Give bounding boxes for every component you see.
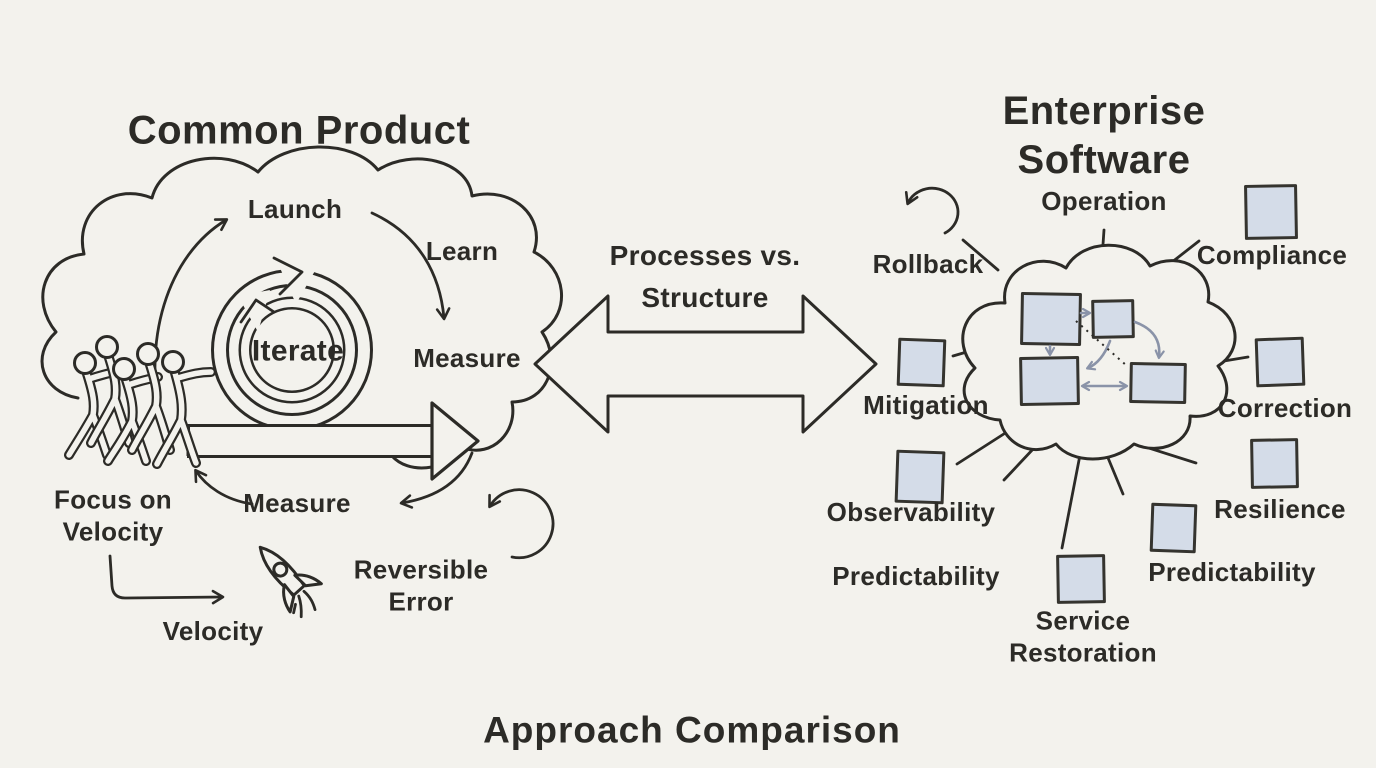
label-iterate: Iterate: [251, 334, 345, 368]
resilience-box: [1250, 438, 1299, 489]
label-learn: Learn: [425, 236, 499, 267]
label-reversible-error: Reversible Error: [353, 554, 489, 616]
label-service-restoration: Service Restoration: [1009, 605, 1157, 667]
label-launch: Launch: [247, 194, 343, 225]
left-section-title: Common Product: [127, 108, 471, 153]
team-pushing-figures: [64, 335, 216, 469]
label-mitigation: Mitigation: [863, 390, 989, 421]
label-velocity: Velocity: [162, 616, 264, 647]
service-restoration-box: [1056, 554, 1106, 604]
bottom-title: Approach Comparison: [483, 709, 901, 751]
label-correction: Correction: [1217, 393, 1353, 424]
observability-box: [894, 449, 946, 505]
rollback-icon: [904, 186, 960, 235]
compliance-box: [1244, 184, 1298, 240]
correction-box: [1254, 336, 1306, 388]
label-measure-side: Measure: [413, 343, 521, 374]
label-resilience: Resilience: [1214, 494, 1346, 525]
iteration-spiral: [186, 250, 480, 481]
center-comparison-label: Processes vs. Structure: [609, 240, 801, 313]
label-measure-loop: Measure: [243, 488, 351, 519]
label-predictability-left: Predictability: [832, 561, 1000, 592]
rocket-icon: [258, 545, 323, 619]
label-predictability-right: Predictability: [1148, 557, 1316, 588]
architecture-boxes: [1019, 291, 1187, 406]
label-operation: Operation: [1041, 186, 1167, 217]
label-rollback: Rollback: [872, 249, 984, 280]
label-focus-on-velocity: Focus on Velocity: [54, 484, 172, 546]
velocity-connector-arrow: [108, 554, 225, 605]
capability-boxes: [894, 184, 1306, 604]
label-observability: Observability: [826, 497, 996, 528]
loop-arrow-icon: [488, 488, 555, 560]
right-section-title: Enterprise Software: [1002, 89, 1206, 182]
right-cloud: [961, 243, 1237, 461]
cycle-arrows: [153, 211, 474, 509]
predictability-box: [1149, 502, 1198, 554]
label-compliance: Compliance: [1196, 240, 1348, 271]
mitigation-box: [896, 337, 947, 388]
center-double-arrow: [533, 294, 878, 434]
